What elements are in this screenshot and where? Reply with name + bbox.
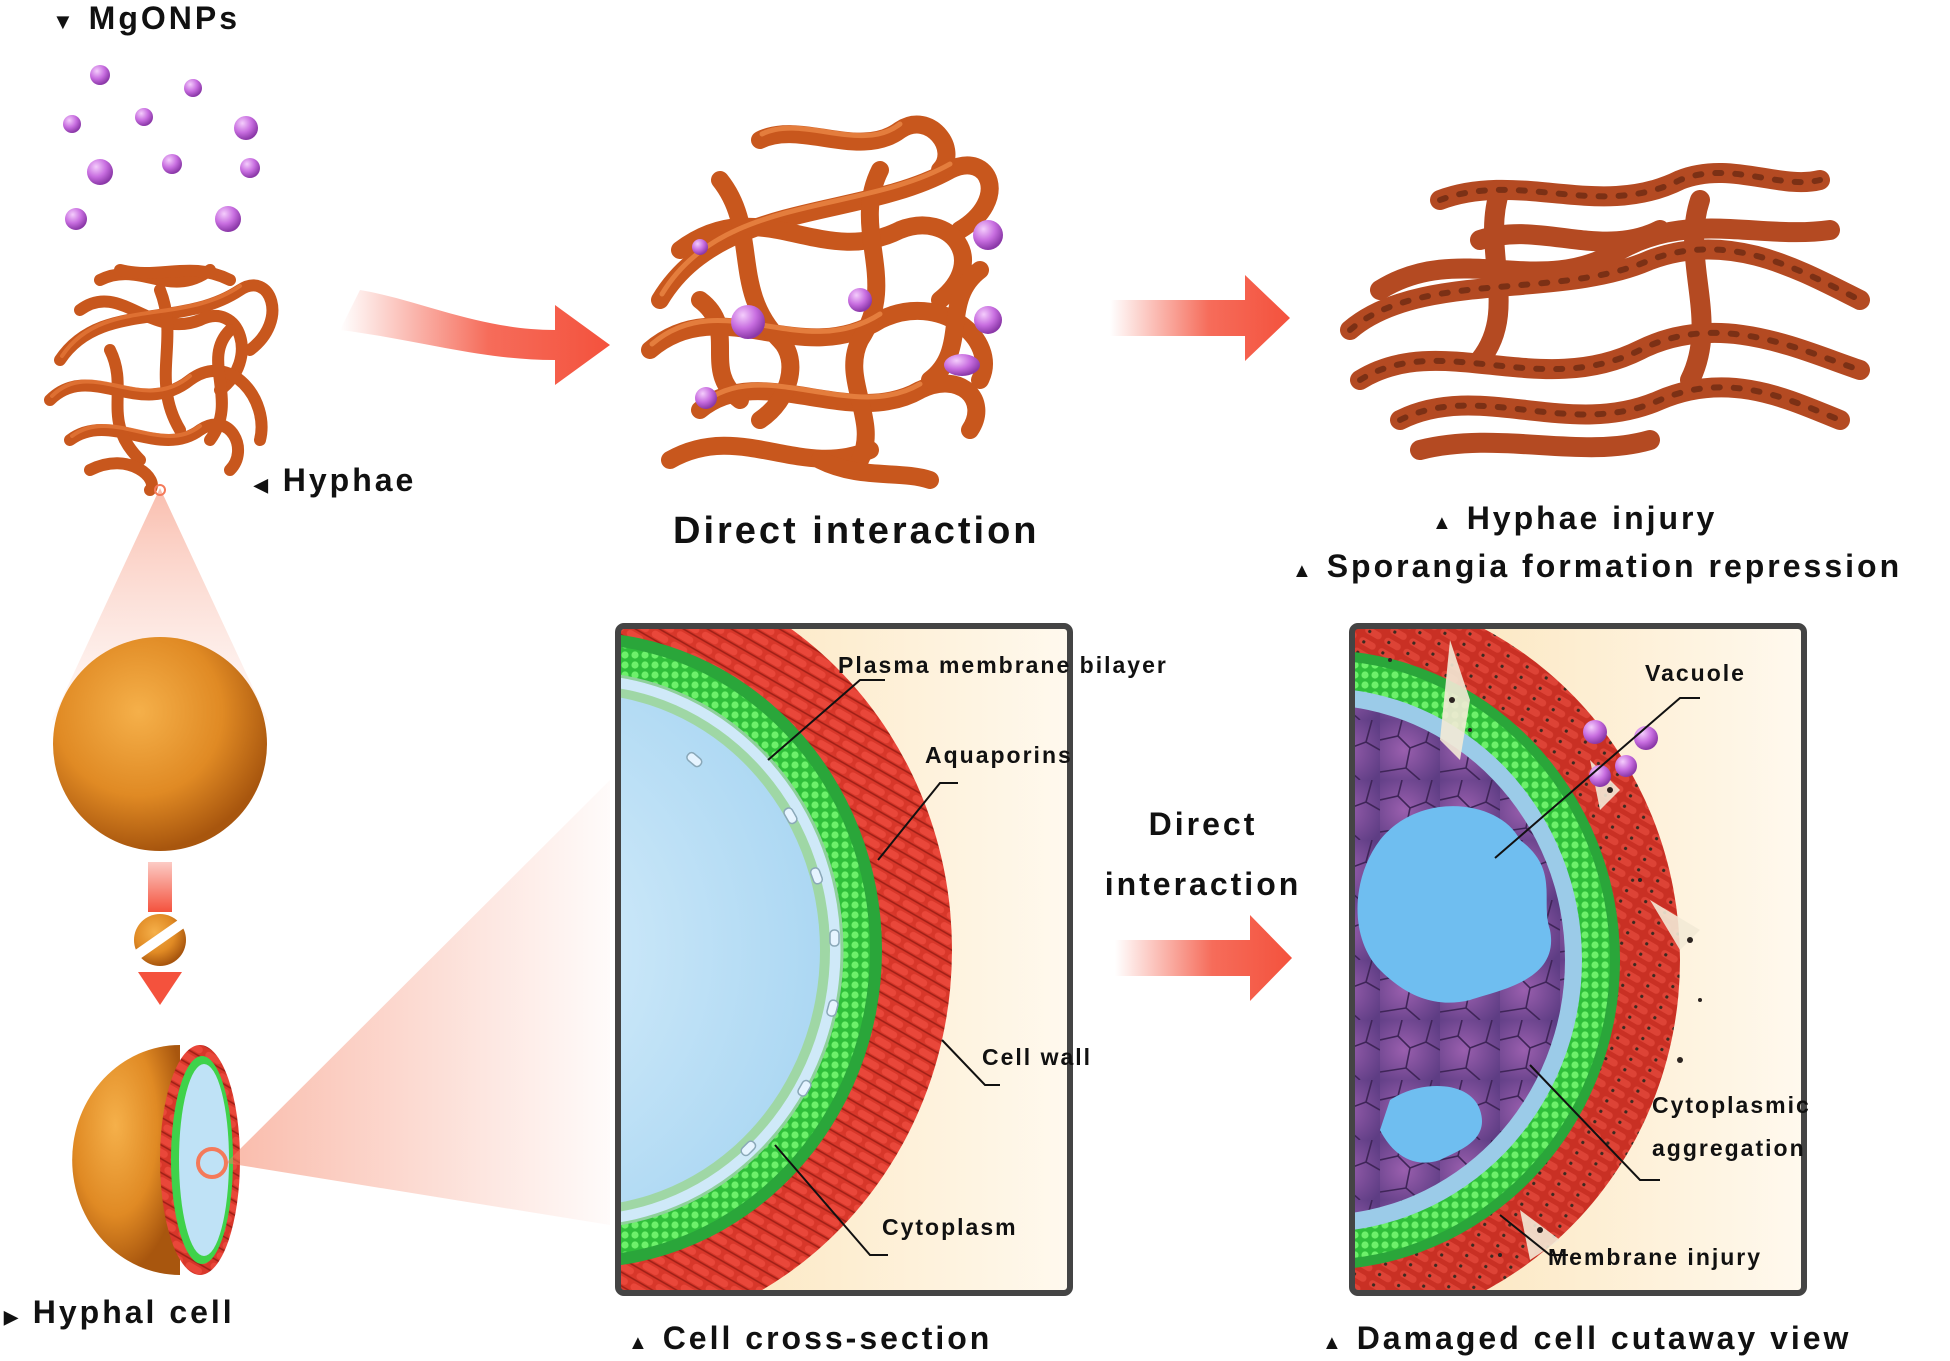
arrow-to-damaged-cell [1115,915,1292,1001]
damaged-cell-caption: ▲ Damaged cell cutaway view [1322,1320,1851,1357]
hyphal-cell-label: ▶ Hyphal cell [4,1294,235,1331]
hyphal-cell-text: Hyphal cell [32,1294,235,1330]
damage-specks [1388,658,1702,1257]
plasma-membrane-label: Plasma membrane bilayer [838,652,1168,678]
hyphae-text: Hyphae [282,462,417,498]
cell-wall-label: Cell wall [982,1044,1093,1070]
sporangia-repression-label: ▲ Sporangia formation repression [1292,548,1902,585]
down-marker: ▼ [52,9,77,34]
sporangia-repression-text: Sporangia formation repression [1326,548,1903,584]
direct-interaction-mid-line2: interaction [1104,866,1302,902]
vacuole-label: Vacuole [1645,660,1746,686]
cytoplasm-area [618,694,820,1206]
damaged-cell-frame [1349,623,1807,1296]
hyphae-damage-spots [1347,170,1863,423]
hyphal-cell-half [72,1045,240,1275]
aquaporin-channels [686,751,840,1157]
hyphal-cell-sphere [53,637,267,851]
hyphae-cluster-small [44,264,279,496]
mgonp-bound-particles [692,220,1003,409]
hyphae-cluster-interacting [641,115,999,489]
damaged-cell-leaders [1494,697,1700,1256]
hyphae-cluster-damaged [1340,163,1870,460]
cytoplasmic-aggregation-line1: Cytoplasmic [1652,1092,1811,1118]
mgonps-label: ▼ MgONPs [52,0,240,37]
left-marker: ◀ [254,475,271,495]
vacuole-shape [1357,806,1552,1003]
cytoplasm-label: Cytoplasm [882,1214,1018,1240]
hyphae-injury-label: ▲ Hyphae injury [1432,500,1717,537]
mgonp-particles [63,65,260,232]
arrow-to-hyphae-injury [1110,275,1290,361]
right-marker: ▶ [4,1307,21,1327]
membrane-injury-label: Membrane injury [1548,1244,1763,1270]
hyphae-cluster-small-highlight [50,284,242,438]
damaged-cell-text: Damaged cell cutaway view [1356,1320,1852,1356]
up-marker: ▲ [1292,560,1315,582]
arrow-to-direct-interaction [340,290,610,385]
up-marker: ▲ [628,1332,651,1354]
zoom-beam-cross-section [226,780,610,1225]
cross-section-leaders [767,679,1000,1256]
cut-icon [131,914,187,966]
cross-section-frame [615,623,1073,1296]
mgonps-text: MgONPs [88,0,241,36]
direct-interaction-mid-line1: Direct [1148,806,1258,842]
up-marker: ▲ [1432,512,1455,534]
arrow-down-shaft [148,862,172,912]
hyphae-label: ◀ Hyphae [254,462,416,499]
aquaporins-label: Aquaporins [925,742,1073,768]
up-marker: ▲ [1322,1332,1345,1354]
cytoplasmic-aggregation-line2: aggregation [1652,1135,1806,1161]
cell-cross-section-caption: ▲ Cell cross-section [628,1320,992,1357]
zoom-origin-marker [154,484,166,496]
vacuole-shape-small [1380,1086,1482,1163]
hyphae-injury-text: Hyphae injury [1466,500,1718,536]
arrow-down-head [138,972,182,1005]
direct-interaction-top-label: Direct interaction [673,510,1040,552]
cell-cross-section-text: Cell cross-section [662,1320,993,1356]
